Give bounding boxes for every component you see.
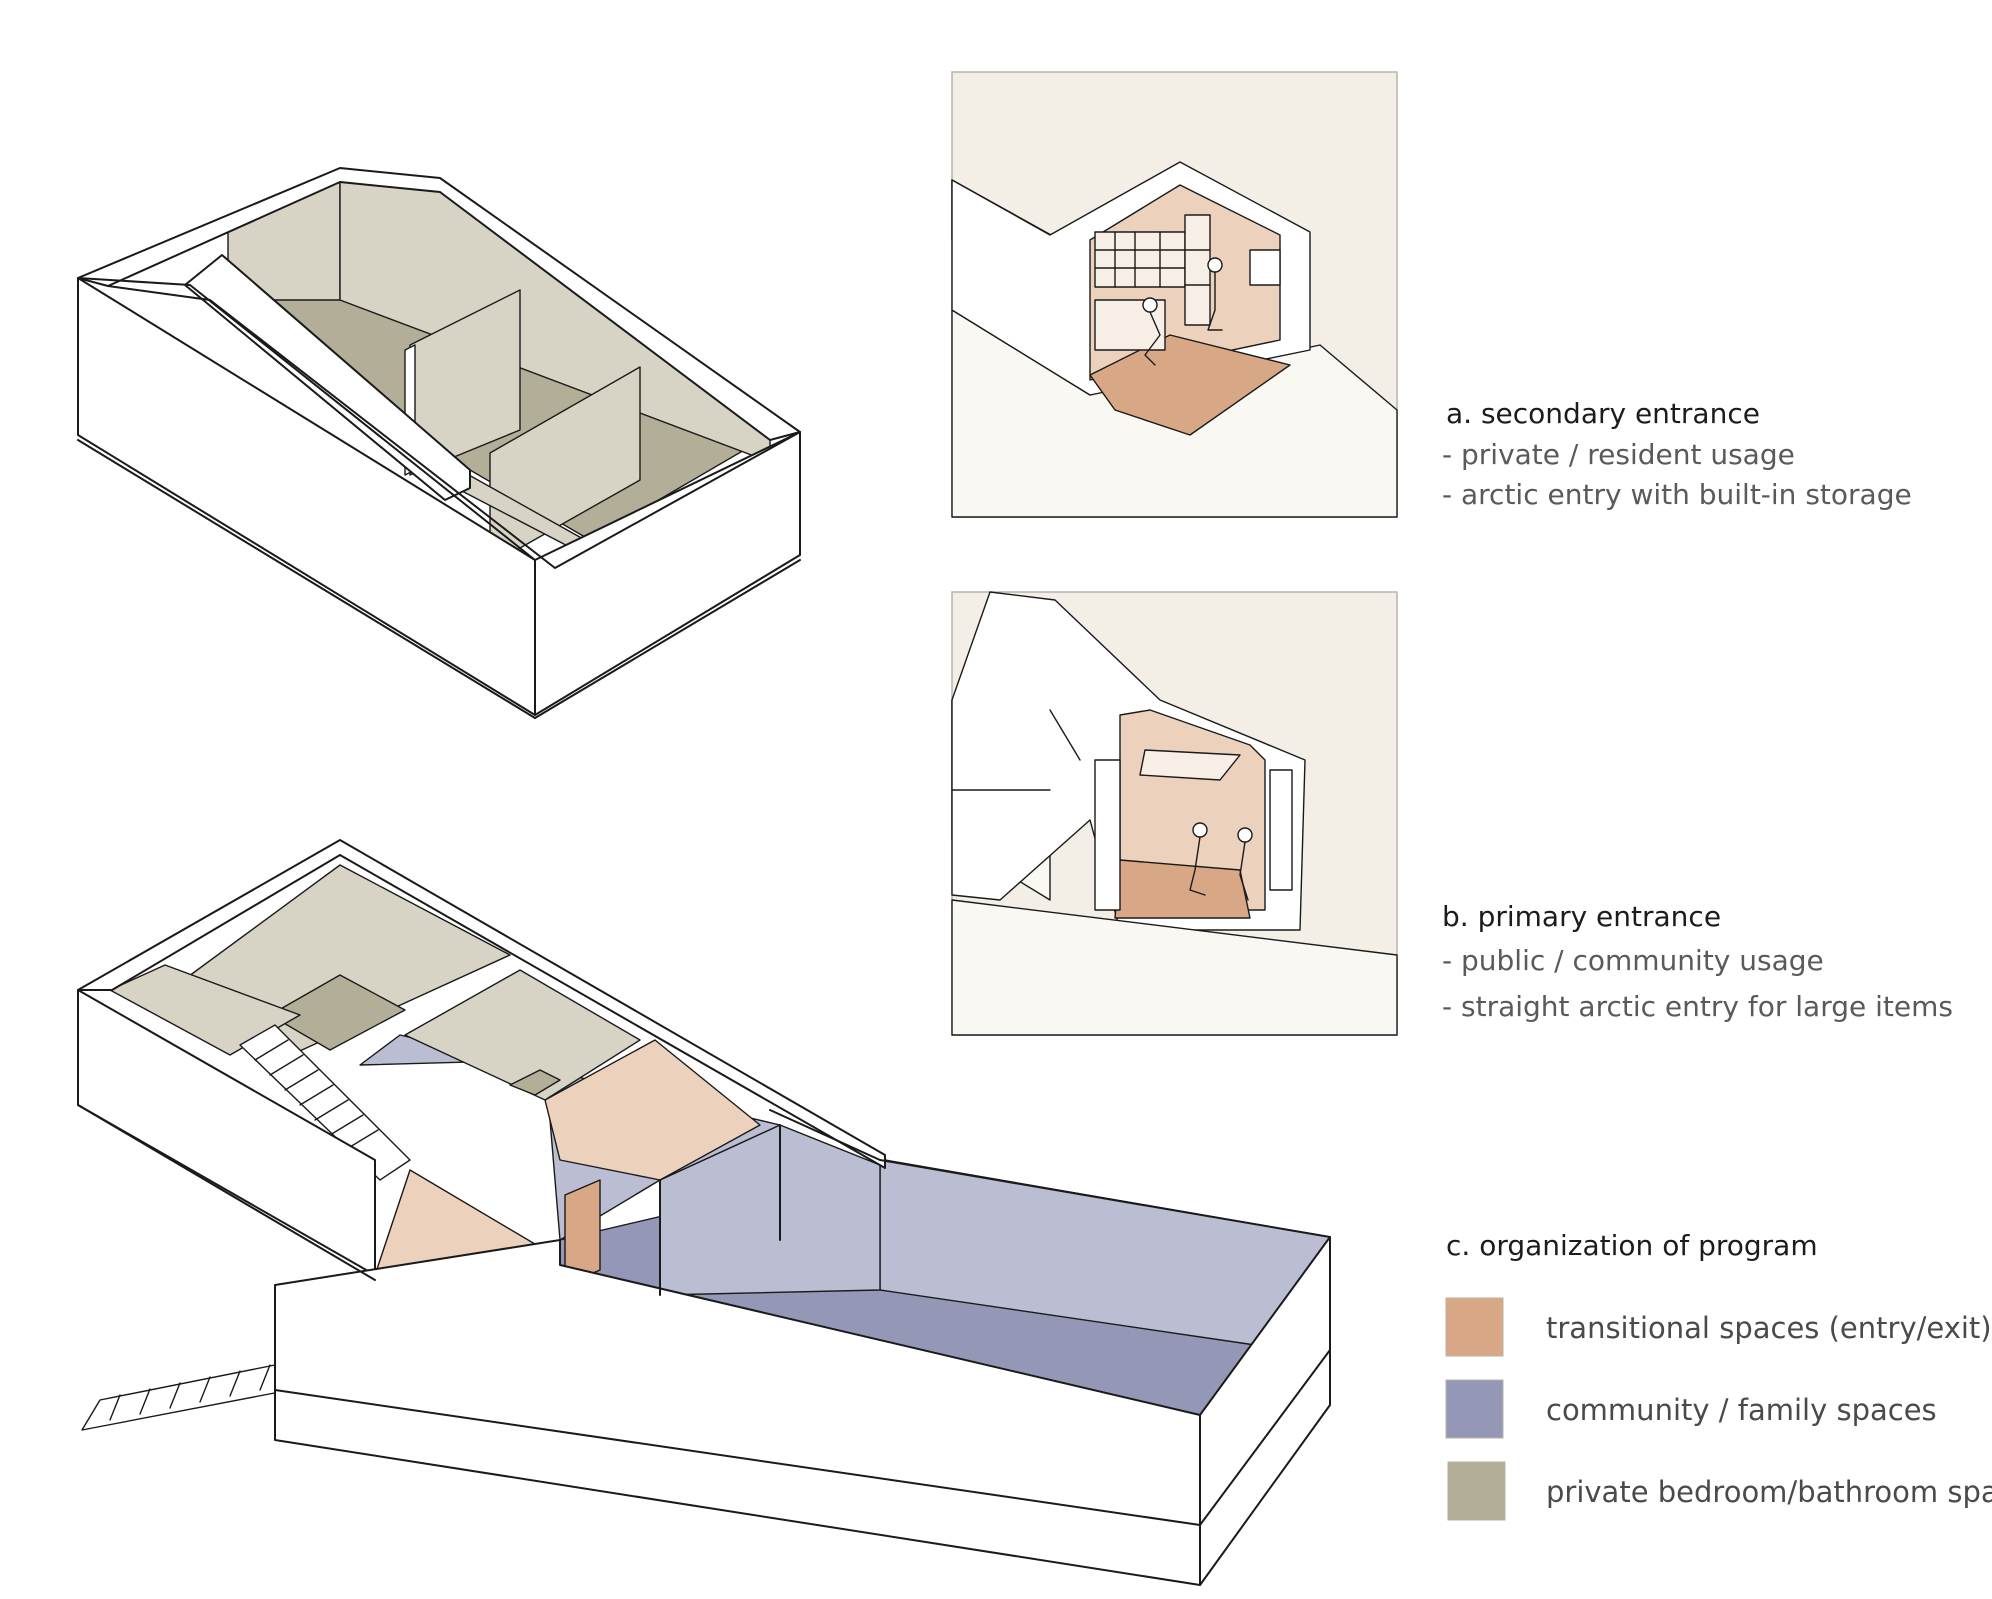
upper-sloped-wall: [184, 254, 471, 501]
vignette-b-figures: [1189, 822, 1253, 901]
lower-outer-wall-right: [1199, 1236, 1331, 1586]
legend-title: c. organization of program: [1446, 1229, 1818, 1262]
vignette-a-line-1: - private / resident usage: [1442, 438, 1795, 471]
vignette-a-line-2: - arctic entry with built-in storage: [1442, 478, 1912, 511]
vignette-b-primary-entrance: [951, 591, 1398, 1036]
upper-level-axonometric: [77, 167, 801, 719]
vignette-a-figures: [1142, 257, 1223, 366]
vignette-b-floor: [1114, 859, 1251, 919]
lower-level-axonometric: [77, 839, 1331, 1586]
lower-private-floor-2: [509, 1069, 561, 1096]
lower-transitional-room: [544, 1039, 761, 1181]
vignette-a-shelving: [1094, 214, 1211, 351]
legend-swatch-private: [1447, 1461, 1506, 1521]
legend: c. organization of program transitional …: [1445, 1229, 1992, 1521]
vignette-b-caption: b. primary entrance - public / community…: [1442, 900, 1953, 1023]
vignette-a-title: a. secondary entrance: [1446, 397, 1760, 430]
lower-transitional-door: [564, 1179, 601, 1286]
lower-outer-wall-top: [77, 839, 886, 1169]
lower-exterior-stair: [81, 1359, 301, 1431]
vignette-b-line-1: - public / community usage: [1442, 944, 1824, 977]
legend-swatch-transitional: [1445, 1297, 1504, 1357]
upper-outer-wall-right: [534, 431, 801, 716]
vignette-a-caption: a. secondary entrance - private / reside…: [1442, 397, 1912, 511]
lower-private-room-2: [404, 969, 641, 1101]
lower-private-floor-1: [269, 974, 406, 1051]
lower-private-room-3: [109, 964, 301, 1056]
legend-label-transitional: transitional spaces (entry/exit): [1546, 1311, 1992, 1345]
vignette-b-line-2: - straight arctic entry for large items: [1442, 990, 1953, 1023]
legend-label-private: private bedroom/bathroom spac: [1546, 1475, 1992, 1509]
legend-swatch-community: [1445, 1379, 1504, 1439]
legend-label-community: community / family spaces: [1546, 1393, 1937, 1427]
vignette-b-title: b. primary entrance: [1442, 900, 1721, 933]
vignette-a-secondary-entrance: [951, 71, 1398, 518]
upper-outer-wall-top: [77, 167, 801, 441]
